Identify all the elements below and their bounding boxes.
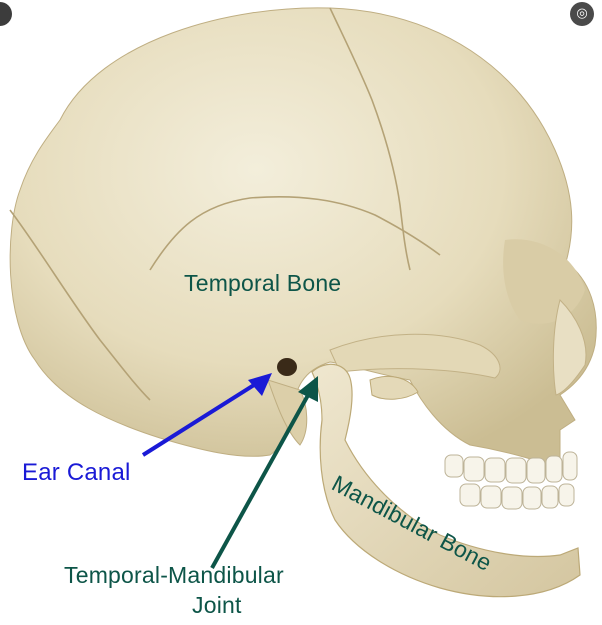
dark-circle-icon — [0, 2, 12, 26]
coronal-suture — [329, 7, 411, 271]
teeth — [444, 451, 578, 510]
ear-canal-opening — [277, 358, 297, 376]
orbit-shadow — [503, 239, 585, 324]
squamous-suture — [149, 196, 441, 271]
coronoid — [369, 376, 419, 400]
cheekbone — [329, 333, 501, 379]
ear-canal-arrow — [141, 373, 272, 457]
mandible — [311, 363, 581, 598]
ear-canal-label: Ear Canal — [22, 459, 131, 486]
nasal-area — [552, 299, 587, 396]
lens-search-icon[interactable]: ◎ — [570, 2, 594, 26]
tmj-arrow — [210, 376, 318, 569]
tmj-label-line2: Joint — [192, 592, 242, 618]
tmj-label-line1: Temporal-Mandibular — [64, 562, 284, 588]
lambdoid-suture — [9, 209, 151, 401]
temporal-bone-label: Temporal Bone — [184, 270, 342, 296]
